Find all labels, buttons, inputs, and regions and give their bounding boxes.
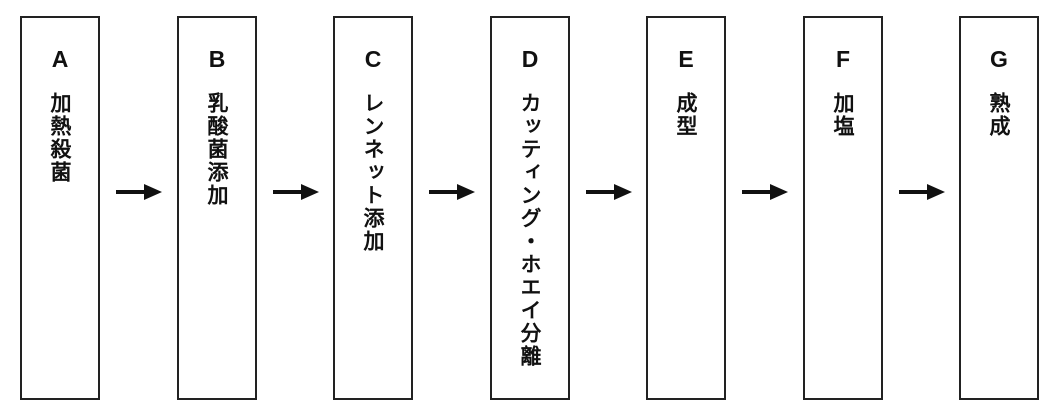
arrow-right-icon [429, 183, 475, 201]
arrow-right-icon [742, 183, 788, 201]
step-box-g: G 熟成 [959, 16, 1039, 400]
step-text-a: 加熱殺菌 [48, 92, 72, 184]
step-letter-d: D [521, 46, 539, 72]
step-box-a: A 加熱殺菌 [20, 16, 100, 400]
step-box-c: C レンネット添加 [333, 16, 413, 400]
step-text-e: 成型 [674, 92, 698, 138]
arrow-right-icon [586, 183, 632, 201]
step-text-f: 加塩 [831, 92, 855, 138]
step-box-f: F 加塩 [803, 16, 883, 400]
step-letter-f: F [835, 46, 851, 72]
step-text-c: レンネット添加 [361, 92, 385, 253]
step-text-g: 熟成 [987, 92, 1011, 138]
step-letter-a: A [51, 46, 69, 72]
step-box-e: E 成型 [646, 16, 726, 400]
arrow-right-icon [273, 183, 319, 201]
step-letter-c: C [364, 46, 382, 72]
step-box-d: D カッティング・ホエイ分離 [490, 16, 570, 400]
step-text-d: カッティング・ホエイ分離 [518, 92, 542, 368]
arrow-right-icon [899, 183, 945, 201]
step-box-b: B 乳酸菌添加 [177, 16, 257, 400]
step-text-b: 乳酸菌添加 [205, 92, 229, 207]
step-letter-b: B [208, 46, 226, 72]
arrow-right-icon [116, 183, 162, 201]
step-letter-e: E [678, 46, 694, 72]
step-letter-g: G [990, 46, 1008, 72]
